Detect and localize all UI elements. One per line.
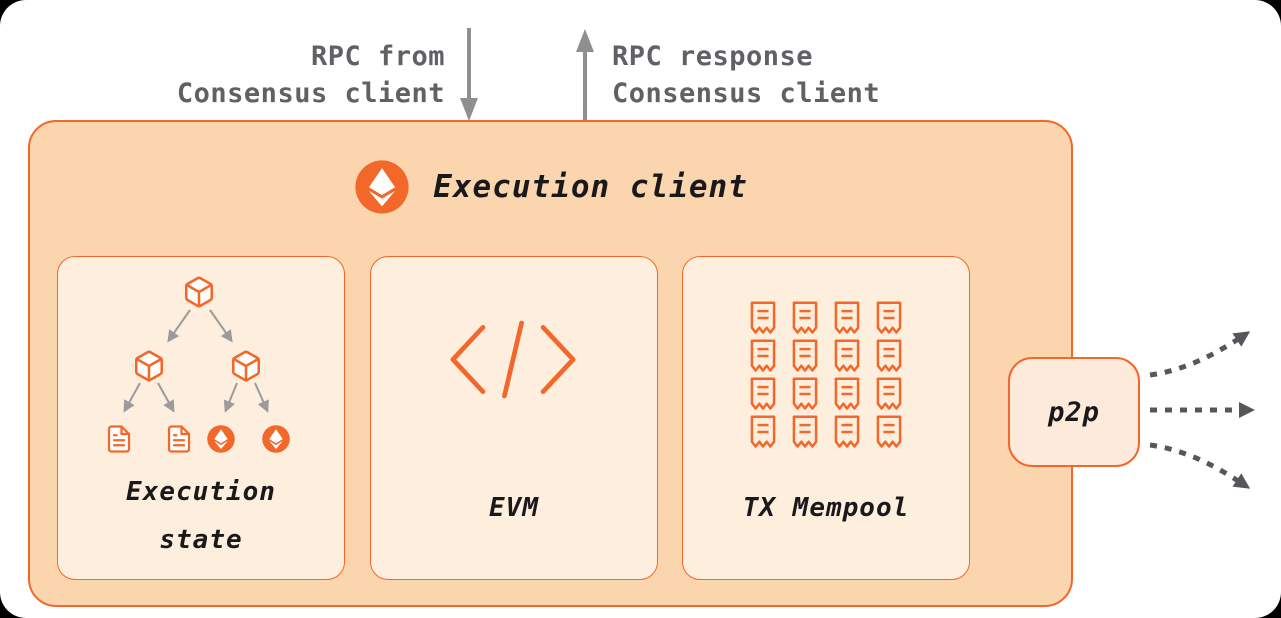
module-evm [370, 256, 658, 580]
state-trie-diagram [107, 276, 290, 453]
document-icon [107, 425, 131, 453]
p2p-network-arrows-icon [1149, 331, 1255, 489]
receipt-icon [834, 301, 860, 334]
arrow-down-icon [460, 28, 478, 121]
cube-icon [231, 350, 261, 382]
ethereum-logo-icon [353, 158, 411, 216]
tx-mempool-label: TX Mempool [742, 493, 910, 523]
ethereum-badge-icon [262, 425, 290, 453]
receipt-icon [834, 339, 860, 372]
receipt-icon [876, 377, 902, 410]
cube-icon [134, 350, 164, 382]
evm-label: EVM [489, 493, 539, 523]
rpc-response-line2: Consensus client [612, 78, 881, 109]
receipt-icon [792, 415, 818, 448]
execution-state-label: Execution state [57, 468, 345, 564]
receipt-icon [750, 377, 776, 410]
receipt-icon [792, 339, 818, 372]
receipt-icon [834, 415, 860, 448]
execution-state-label-line1: Execution [126, 477, 276, 507]
receipt-grid [750, 301, 902, 448]
receipt-icon [750, 415, 776, 448]
code-icon [450, 320, 576, 399]
execution-state-label-line2: state [159, 525, 243, 555]
receipt-icon [792, 377, 818, 410]
receipt-icon [876, 339, 902, 372]
receipt-icon [876, 415, 902, 448]
module-tx-mempool [682, 256, 970, 580]
receipt-icon [750, 301, 776, 334]
receipt-icon [750, 339, 776, 372]
p2p-box: p2p [1008, 357, 1140, 467]
rpc-from-label: RPC from Consensus client [60, 38, 445, 112]
receipt-icon [792, 301, 818, 334]
execution-client-header: Execution client [28, 156, 1073, 218]
receipt-icon [834, 377, 860, 410]
rpc-from-line2: Consensus client [176, 78, 445, 109]
cube-icon [184, 276, 214, 308]
module-execution-state [57, 256, 345, 580]
receipt-icon [876, 301, 902, 334]
ethereum-badge-icon [207, 425, 235, 453]
rpc-response-label: RPC response Consensus client [612, 38, 880, 112]
arrow-up-icon [576, 29, 594, 122]
p2p-label: p2p [1048, 396, 1100, 428]
rpc-from-line1: RPC from [310, 41, 445, 72]
document-icon [167, 425, 191, 453]
execution-client-title: Execution client [433, 169, 748, 205]
rpc-response-line1: RPC response [612, 41, 814, 72]
